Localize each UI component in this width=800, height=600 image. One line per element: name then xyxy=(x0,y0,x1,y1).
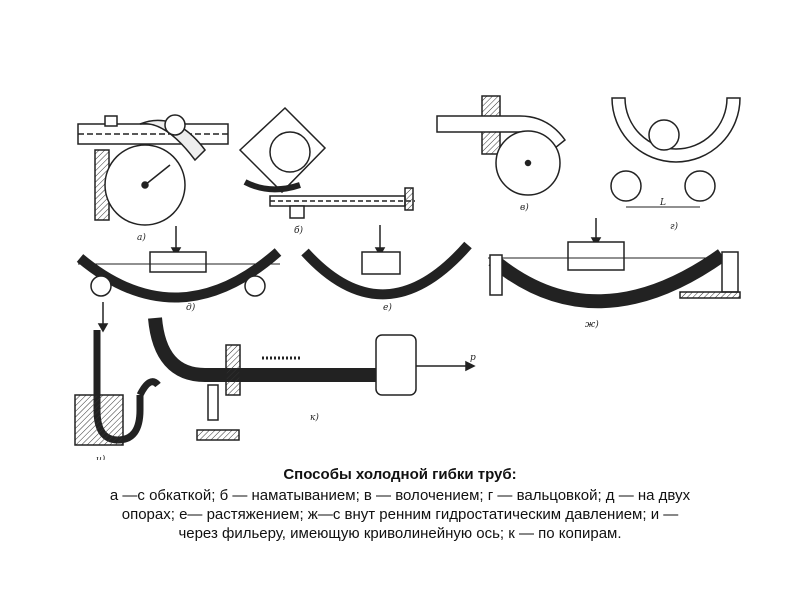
label-i: и) xyxy=(96,454,106,460)
caption-title: Способы холодной гибки труб: xyxy=(283,466,517,483)
label-a: а) xyxy=(137,232,146,243)
diagram-b-winding: б) xyxy=(238,106,415,236)
label-v: в) xyxy=(520,202,529,213)
figure-caption: Способы холодной гибки труб: а —с обкатк… xyxy=(100,465,700,543)
label-k: к) xyxy=(310,412,319,423)
diagram-v-drawing: в) xyxy=(436,95,567,213)
diagram-k-copier: p к) xyxy=(148,317,476,441)
label-e: е) xyxy=(383,302,392,313)
pipe-bending-methods-figure: а) б) в) L г) д) xyxy=(74,95,741,460)
label-p: p xyxy=(470,353,476,363)
diagram-g-roll-bending: L г) xyxy=(610,97,741,232)
label-L: L xyxy=(659,198,666,208)
label-b: б) xyxy=(294,225,303,236)
label-zh: ж) xyxy=(585,319,599,330)
label-d: д) xyxy=(186,302,196,313)
label-g: г) xyxy=(670,221,679,232)
caption-text: а —с обкаткой; б — наматыванием; в — вол… xyxy=(109,487,691,542)
diagram-a-roller-bending: а) xyxy=(77,114,229,243)
diagram-i-die: и) xyxy=(74,302,161,460)
diagram-zh-hydrostatic: ж) xyxy=(488,218,741,330)
diagram-d-two-supports: д) xyxy=(76,226,282,313)
diagram-e-stretching: е) xyxy=(301,225,472,313)
